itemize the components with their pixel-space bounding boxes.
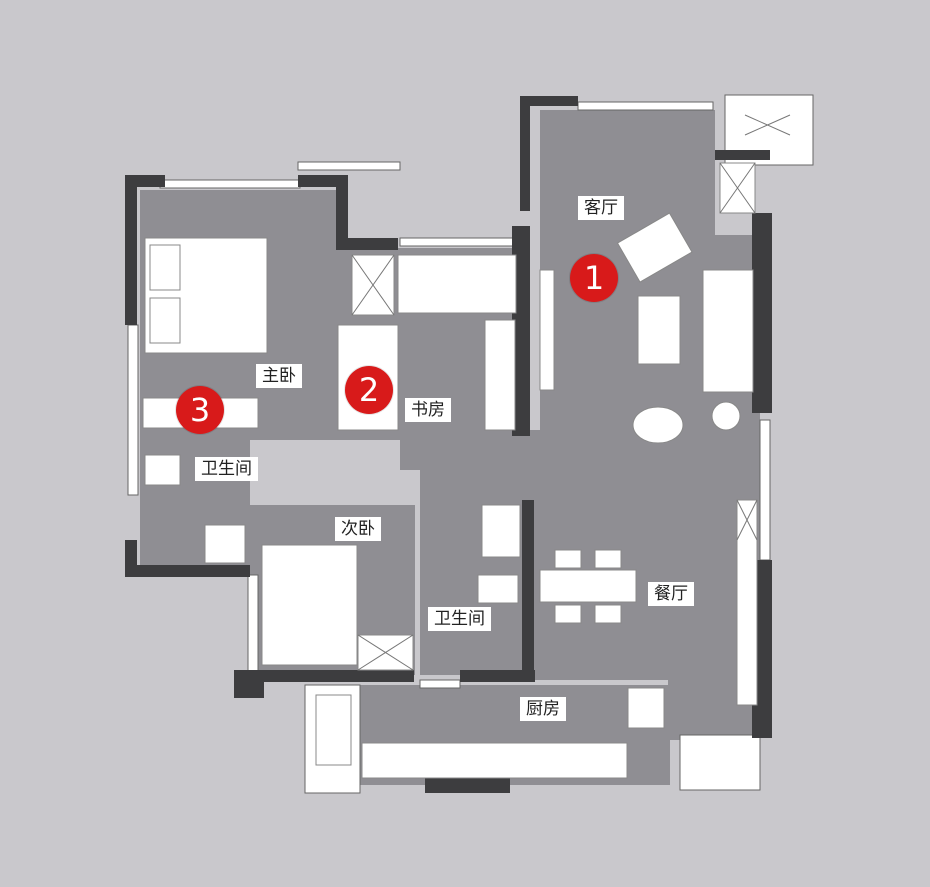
wall bbox=[125, 175, 137, 325]
living-stool bbox=[711, 401, 741, 431]
room-label-living-room: 客厅 bbox=[578, 196, 624, 220]
dining-table bbox=[539, 569, 637, 603]
second-bed bbox=[261, 544, 358, 666]
kitchen-fridge bbox=[627, 687, 665, 729]
tv-cabinet bbox=[539, 269, 555, 391]
living-round-table bbox=[632, 406, 684, 444]
master-bed-pillow bbox=[149, 297, 181, 344]
room-label-bathroom-1: 卫生间 bbox=[195, 457, 258, 481]
master-bed-pillow bbox=[149, 244, 181, 291]
bath1-toilet bbox=[144, 454, 181, 486]
cabinet-cross bbox=[351, 254, 395, 316]
room-label-dining-room: 餐厅 bbox=[648, 582, 694, 606]
window-left-master bbox=[127, 324, 139, 496]
room-label-kitchen: 厨房 bbox=[520, 697, 566, 721]
wall bbox=[752, 213, 772, 413]
balcony-cabinet bbox=[315, 694, 352, 766]
balcony-left bbox=[247, 574, 259, 676]
furniture bbox=[142, 162, 758, 779]
wall bbox=[336, 175, 348, 245]
bath1-sink bbox=[204, 524, 246, 564]
study-sink bbox=[484, 319, 516, 431]
living-armchair bbox=[616, 212, 693, 283]
wall bbox=[522, 500, 534, 680]
room-label-bathroom-2: 卫生间 bbox=[428, 607, 491, 631]
window-top-study bbox=[399, 237, 516, 247]
living-sofa bbox=[702, 269, 754, 393]
dining-chair bbox=[554, 549, 582, 569]
bath2-sink bbox=[481, 504, 521, 558]
dining-chair bbox=[594, 604, 622, 624]
closet-top bbox=[297, 161, 401, 171]
window-kitchen-bottom bbox=[419, 679, 461, 689]
wall bbox=[298, 175, 348, 187]
window-right-dining bbox=[759, 419, 771, 561]
window-top-master bbox=[159, 179, 301, 189]
wall bbox=[125, 565, 250, 577]
cabinet-cross bbox=[719, 162, 756, 214]
wall bbox=[520, 96, 530, 211]
living-coffee-table bbox=[637, 295, 681, 365]
cabinet-cross bbox=[744, 114, 791, 136]
wall bbox=[460, 670, 535, 682]
storage-marks bbox=[351, 114, 791, 671]
cabinet-cross bbox=[357, 634, 414, 671]
window-top-living bbox=[577, 101, 714, 111]
marker-2: 2 bbox=[345, 366, 393, 414]
dining-chair bbox=[554, 604, 582, 624]
walls bbox=[125, 96, 772, 793]
cabinet-cross bbox=[736, 499, 758, 541]
room-label-study: 书房 bbox=[405, 398, 451, 422]
room-label-second-bedroom: 次卧 bbox=[335, 517, 381, 541]
wall bbox=[234, 670, 414, 682]
room-label-master-bedroom: 主卧 bbox=[256, 364, 302, 388]
bath2-toilet bbox=[477, 574, 519, 604]
marker-1: 1 bbox=[570, 254, 618, 302]
marker-3: 3 bbox=[176, 386, 224, 434]
wall bbox=[336, 238, 398, 250]
kitchen-counter bbox=[361, 742, 628, 779]
kitchen-right-frame bbox=[679, 734, 761, 791]
wall bbox=[425, 775, 510, 793]
wall bbox=[520, 96, 578, 106]
dining-chair bbox=[594, 549, 622, 569]
study-desk bbox=[397, 254, 517, 314]
dining-cabinet bbox=[736, 499, 758, 706]
wall bbox=[715, 150, 770, 160]
